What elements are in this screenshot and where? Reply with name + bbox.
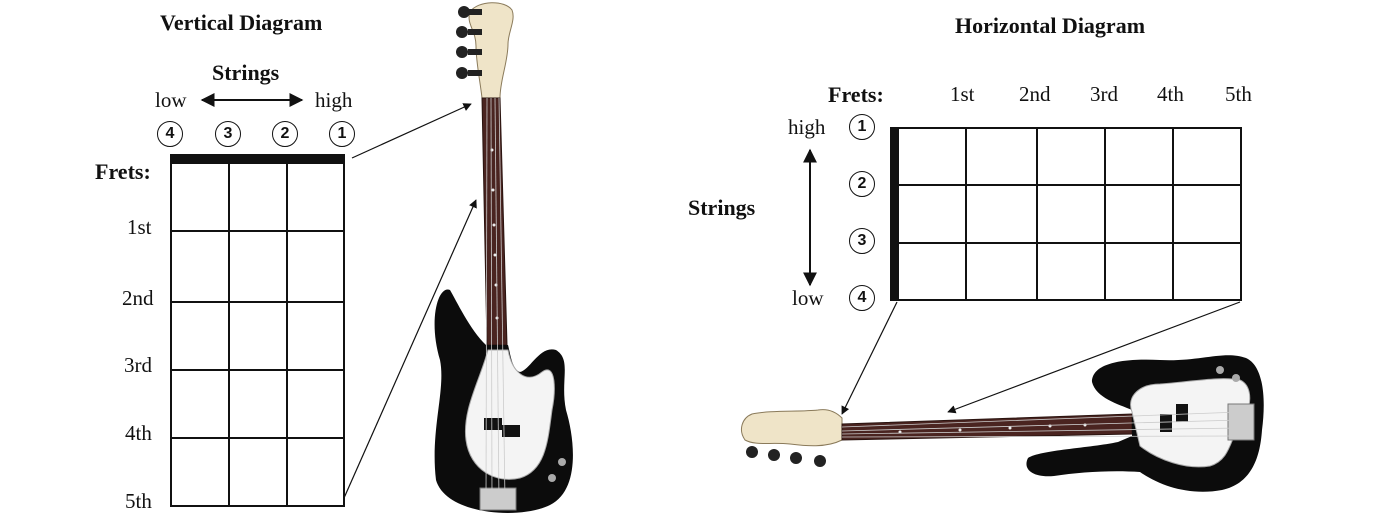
vertical-fret-label: 1st: [127, 215, 152, 239]
horizontal-high-label: high: [788, 115, 826, 139]
horizontal-fret-label: 4th: [1157, 82, 1184, 106]
vertical-nut: [170, 154, 345, 164]
horizontal-string-number: 3: [849, 228, 875, 254]
vertical-string-number: 4: [157, 121, 183, 147]
horizontal-fret-label: 5th: [1225, 82, 1252, 106]
vertical-fret-label: 3rd: [124, 353, 152, 377]
horizontal-string-number: 4: [849, 285, 875, 311]
horizontal-string-number: 1: [849, 114, 875, 140]
vertical-nut-pointer: [351, 103, 472, 159]
vertical-fret-label: 4th: [125, 421, 152, 445]
vertical-fretboard-grid: [170, 154, 345, 507]
horizontal-bass-guitar-illustration: [741, 355, 1264, 492]
horizontal-fret-label: 2nd: [1019, 82, 1051, 106]
vertical-fret-label: 2nd: [122, 286, 154, 310]
horizontal-strings-label: Strings: [688, 195, 756, 220]
vertical-string-number: 3: [215, 121, 241, 147]
horizontal-diagram-title: Horizontal Diagram: [955, 13, 1146, 38]
vertical-frets-label: Frets:: [95, 159, 151, 184]
horizontal-nut-pointer: [841, 301, 898, 415]
horizontal-low-label: low: [792, 286, 824, 310]
vertical-bass-guitar-illustration: [434, 2, 573, 513]
vertical-low-label: low: [155, 88, 187, 112]
vertical-string-number: 2: [272, 121, 298, 147]
horizontal-fretboard-grid: [890, 127, 1242, 301]
vertical-strings-label: Strings: [212, 60, 280, 85]
horizontal-fret-label: 1st: [950, 82, 975, 106]
horizontal-fret-label: 3rd: [1090, 82, 1118, 106]
horizontal-frets-label: Frets:: [828, 82, 884, 107]
horizontal-nut: [890, 127, 899, 301]
vertical-string-number: 1: [329, 121, 355, 147]
horizontal-string-number: 2: [849, 171, 875, 197]
vertical-fret-label: 5th: [125, 489, 152, 513]
vertical-diagram-title: Vertical Diagram: [160, 10, 323, 35]
vertical-fret-pointer: [343, 199, 477, 499]
horizontal-fret-pointer: [947, 301, 1241, 414]
vertical-high-label: high: [315, 88, 353, 112]
